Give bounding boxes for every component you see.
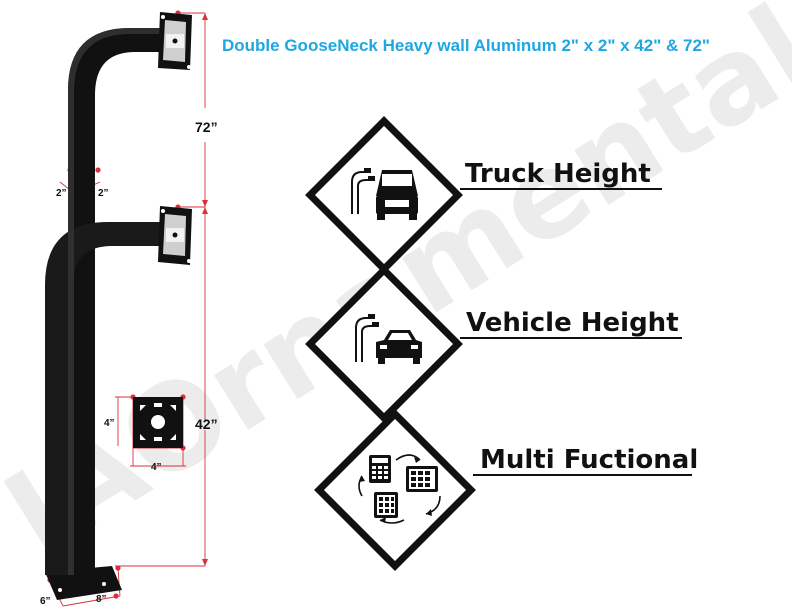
gooseneck-post bbox=[45, 28, 162, 600]
tube-width-label-b: 2” bbox=[98, 188, 109, 199]
feature-vehicle-height: Vehicle Height bbox=[305, 265, 682, 423]
feature-truck-height: Truck Height bbox=[305, 116, 662, 274]
plate-height-label: 4” bbox=[104, 418, 115, 429]
keypad-mount-plate bbox=[133, 397, 183, 448]
upper-neck bbox=[68, 28, 162, 575]
feature-label-multi-functional: Multi Fuctional bbox=[480, 445, 698, 475]
plate-width-label: 4” bbox=[151, 462, 162, 473]
upper-mount-plate bbox=[158, 12, 192, 70]
feature-label-vehicle-height: Vehicle Height bbox=[466, 308, 679, 338]
base-depth-label: 8” bbox=[96, 594, 107, 605]
lower-mount-plate bbox=[158, 206, 192, 265]
feature-multi-functional: Multi Fuctional bbox=[314, 409, 698, 571]
page-title: Double GooseNeck Heavy wall Aluminum 2" … bbox=[222, 36, 710, 55]
feature-label-truck-height: Truck Height bbox=[465, 159, 651, 189]
truck-icon bbox=[351, 168, 418, 220]
car-icon bbox=[355, 314, 422, 364]
tube-width-label-a: 2” bbox=[56, 188, 67, 199]
lower-height-label: 42” bbox=[195, 416, 218, 432]
upper-height-label: 72” bbox=[195, 119, 218, 135]
keypad-cycle-icon bbox=[358, 454, 441, 524]
base-width-label: 6” bbox=[40, 596, 51, 607]
